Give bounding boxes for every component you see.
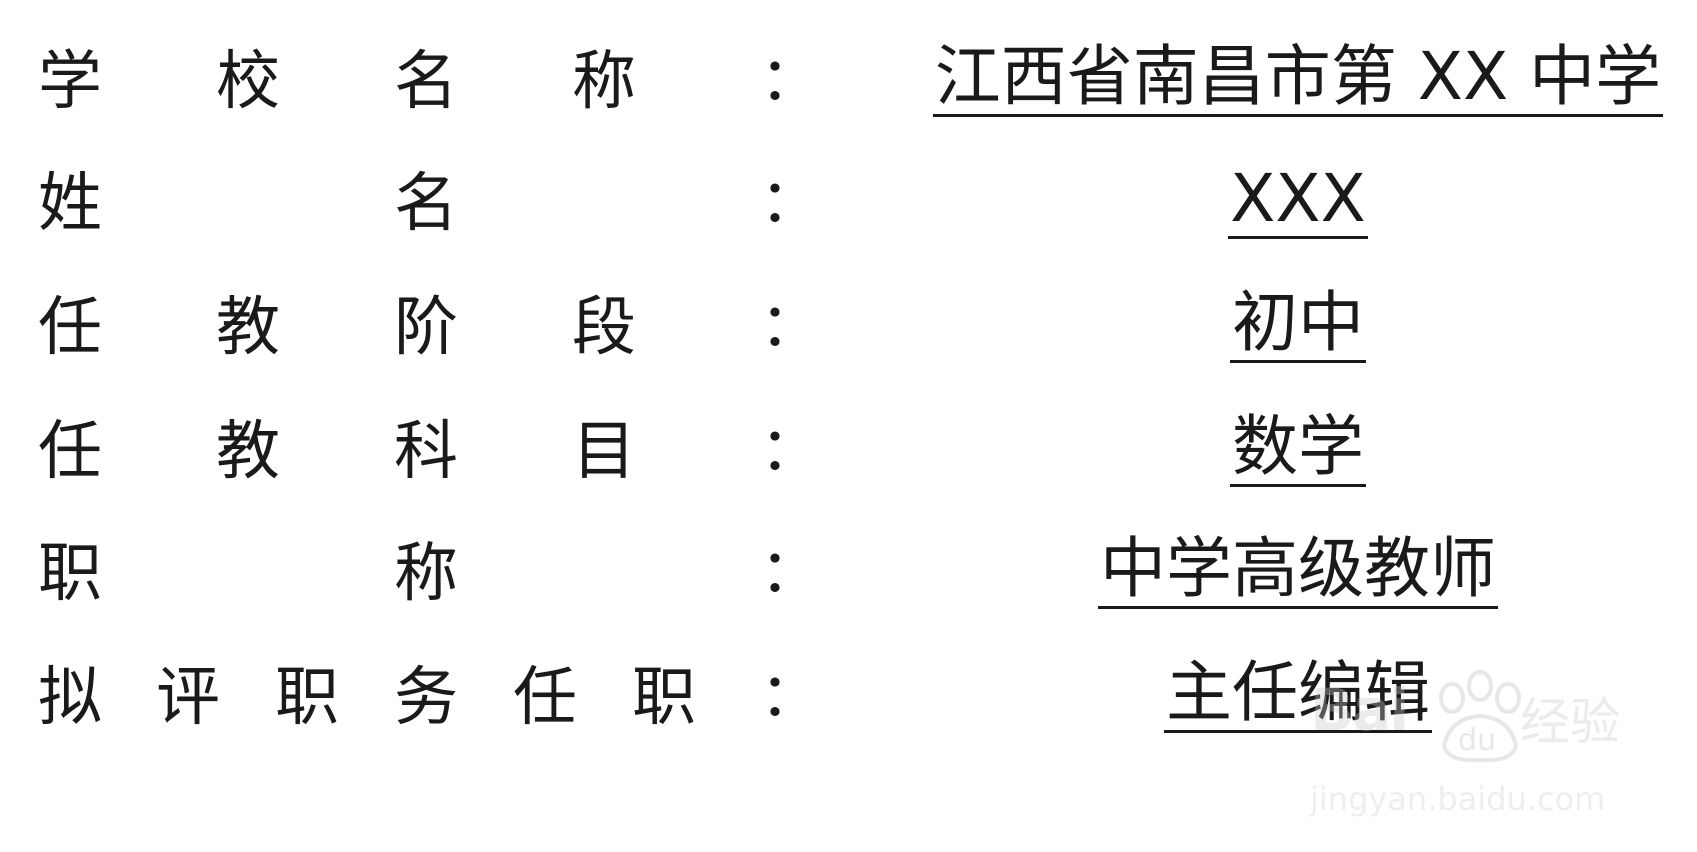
- value-field: 主任编辑: [883, 660, 1697, 733]
- label-char: 拟: [38, 661, 102, 735]
- label-char: 任: [38, 415, 102, 489]
- row-teaching-stage: 任 教 阶 段 ： 初中: [38, 276, 1678, 386]
- label-char: 职: [632, 661, 696, 735]
- row-school-name: 学 校 名 称 ： 江西省南昌市第 XX 中学: [38, 30, 1678, 140]
- baidu-jingyan-watermark: Bai du 经验 jingyan.baidu.com: [1310, 670, 1640, 826]
- watermark-url: jingyan.baidu.com: [1310, 780, 1606, 818]
- label-colon: ：: [760, 537, 820, 607]
- watermark-logo-text: Bai: [1310, 676, 1409, 744]
- label-char: 名: [394, 45, 458, 119]
- label-colon: ：: [760, 45, 820, 115]
- label-char: 段: [572, 291, 636, 365]
- school-name-value: 江西省南昌市第 XX 中学: [932, 38, 1664, 117]
- label-char: 姓: [38, 167, 102, 241]
- watermark-jingyan: 经验: [1520, 693, 1620, 751]
- label-char: 阶: [394, 291, 458, 365]
- label-char: 目: [572, 415, 636, 489]
- label-char: 学: [38, 45, 102, 119]
- value-field: 初中: [883, 290, 1697, 363]
- teaching-stage-value: 初中: [1230, 284, 1366, 363]
- label-char: 教: [216, 415, 280, 489]
- paw-icon: du: [1439, 670, 1521, 763]
- label-char: 教: [216, 291, 280, 365]
- teaching-subject-value: 数学: [1230, 408, 1366, 487]
- label-colon: ：: [760, 291, 820, 361]
- title-value: 中学高级教师: [1098, 530, 1498, 609]
- label-char: 职: [38, 537, 102, 611]
- label-char: 称: [394, 537, 458, 611]
- proposed-position-value: 主任编辑: [1164, 654, 1432, 733]
- label-char: 科: [394, 415, 458, 489]
- row-title: 职 称 ： 中学高级教师: [38, 522, 1678, 632]
- watermark-du: du: [1458, 723, 1496, 758]
- label-colon: ：: [760, 415, 820, 485]
- value-field: 中学高级教师: [883, 536, 1697, 609]
- label-char: 职: [275, 661, 339, 735]
- label-char: 校: [216, 45, 280, 119]
- label-char: 务: [394, 661, 458, 735]
- label-colon: ：: [760, 661, 820, 731]
- row-name: 姓 名 ： XXX: [38, 152, 1678, 262]
- label-char: 任: [513, 661, 577, 735]
- label-colon: ：: [760, 167, 820, 237]
- label-char: 名: [394, 167, 458, 241]
- label-char: 任: [38, 291, 102, 365]
- value-field: XXX: [883, 166, 1697, 239]
- name-value: XXX: [1228, 160, 1368, 239]
- row-teaching-subject: 任 教 科 目 ： 数学: [38, 400, 1678, 510]
- label-char: 评: [156, 661, 220, 735]
- value-field: 数学: [883, 414, 1697, 487]
- value-field: 江西省南昌市第 XX 中学: [883, 44, 1697, 117]
- label-char: 称: [572, 45, 636, 119]
- row-proposed-position: 拟 评 职 务 任 职 ： 主任编辑: [38, 646, 1678, 756]
